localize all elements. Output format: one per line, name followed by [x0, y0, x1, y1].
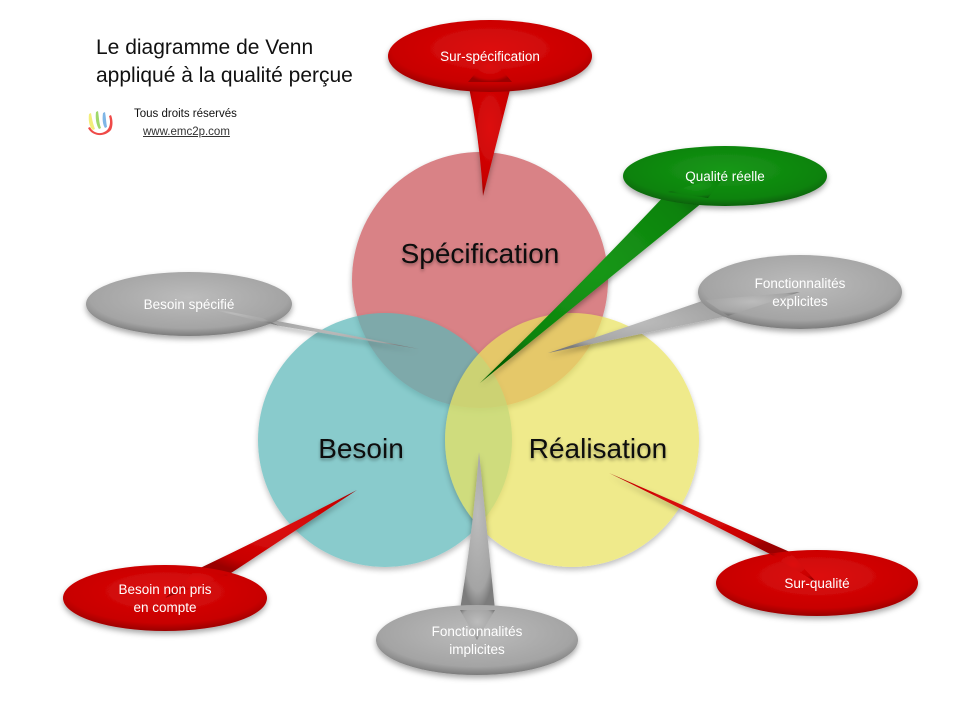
callout-text-fonctionnalites-implicites: Fonctionnalités [432, 624, 523, 639]
callout-text-fonctionnalites-explicites: explicites [772, 294, 828, 309]
callout-joint [189, 304, 280, 326]
callout-besoin-non-pris-en-compte [63, 490, 357, 631]
callout-fonctionnalites-explicites [548, 255, 902, 353]
callout-text-fonctionnalites-explicites: Fonctionnalités [755, 276, 846, 291]
diagram-title: Le diagramme de Venn appliqué à la quali… [96, 34, 353, 90]
title-line-2: appliqué à la qualité perçue [96, 64, 353, 87]
callout-text-sur-qualite: Sur-qualité [784, 576, 849, 591]
circle-label-realisation: Réalisation [529, 433, 668, 464]
callout-joint [165, 570, 228, 598]
callout-fonctionnalites-implicites [376, 452, 578, 675]
callout-sur-specification [388, 20, 592, 196]
circle-besoin [258, 313, 512, 567]
callout-joint [460, 610, 495, 640]
callout-besoin-specifie [86, 272, 419, 349]
callout-joint [668, 176, 725, 198]
callout-pointer [460, 452, 495, 610]
callout-text-besoin-specifie: Besoin spécifié [144, 297, 235, 312]
callout-pointer [196, 490, 357, 575]
circle-label-besoin: Besoin [318, 433, 404, 464]
title-line-1: Le diagramme de Venn [96, 36, 314, 59]
venn-circles [258, 152, 699, 567]
callout-text-qualite-reelle: Qualité réelle [685, 169, 765, 184]
callout-text-besoin-non-pris-en-compte: Besoin non pris [118, 582, 211, 597]
hand-fan-logo-icon [88, 111, 113, 136]
circle-realisation [445, 313, 699, 567]
callout-text-besoin-non-pris-en-compte: en compte [133, 600, 196, 615]
circle-label-specification: Spécification [401, 238, 560, 269]
callout-pointer [548, 300, 728, 353]
callout-pointer [468, 82, 512, 196]
callout-text-sur-specification: Sur-spécification [440, 49, 540, 64]
callout-joint [770, 552, 817, 583]
callout-joint [705, 292, 800, 316]
callout-pointer [480, 192, 708, 383]
callout-pointer [609, 473, 790, 554]
callout-pointer [262, 318, 419, 349]
callout-qualite-reelle [480, 146, 827, 383]
callout-sur-qualite [609, 473, 918, 616]
rights-text: Tous droits réservés [134, 108, 237, 120]
website-link[interactable]: www.emc2p.com [143, 126, 230, 138]
callout-text-fonctionnalites-implicites: implicites [449, 642, 505, 657]
callout-joint [468, 56, 512, 82]
